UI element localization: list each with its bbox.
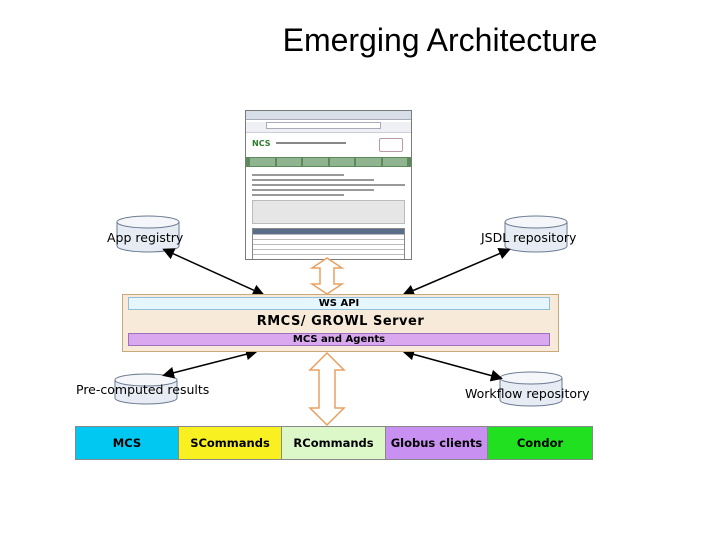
arrow-workflow-repository [402,348,503,382]
jsdl-repository-label: JSDL repository [481,230,577,245]
jsdl-repository-icon [504,215,568,253]
web-app-screenshot: NCS [245,110,412,260]
client-scommands: SCommands [179,427,282,459]
arrow-jsdl-repository [402,248,511,296]
workflow-repository-icon [499,371,563,407]
block-arrow-bottom [308,351,346,427]
arrow-precomputed-results [162,348,258,379]
precomputed-results-icon [114,373,178,405]
app-registry-icon [116,215,180,253]
app-registry-label: App registry [107,230,184,245]
workflow-repository-label: Workflow repository [465,386,590,401]
client-mcs: MCS [76,427,179,459]
arrow-app-registry [162,248,265,296]
client-bar: MCS SCommands RCommands Globus clients C… [75,426,593,460]
block-arrow-top [309,257,345,295]
client-rcommands: RCommands [282,427,386,459]
client-condor: Condor [488,427,592,459]
client-globus: Globus clients [386,427,488,459]
page-title: Emerging Architecture [282,22,598,58]
server-name: RMCS/ GROWL Server [256,314,425,329]
precomputed-results-label: Pre-computed results [76,382,210,397]
mcs-agents-bar: MCS and Agents [128,333,550,346]
ws-api-bar: WS API [128,297,550,310]
